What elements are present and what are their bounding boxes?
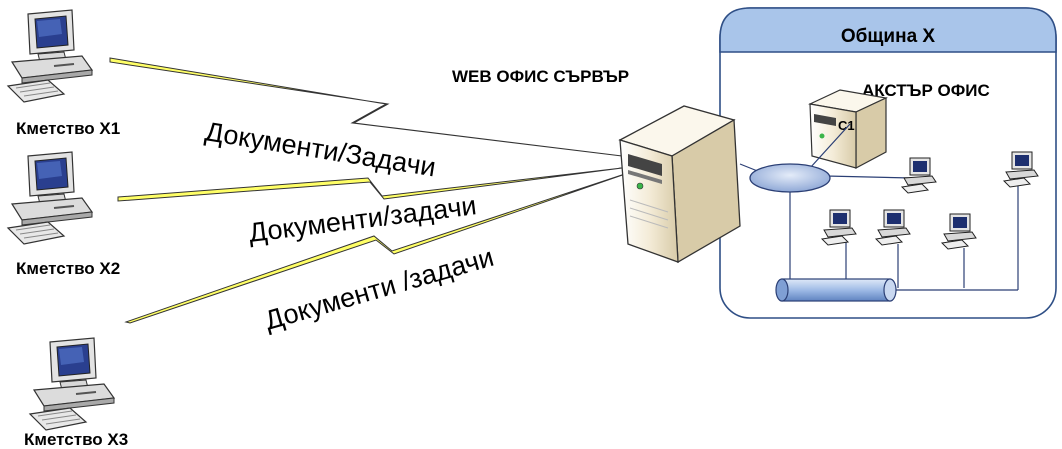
office-server: C1	[808, 89, 888, 169]
region-title: Община X	[841, 26, 936, 47]
desktop-computer-icon	[7, 9, 93, 103]
desktop-computer-icon	[7, 151, 93, 245]
client-label: Кметство X3	[24, 430, 128, 449]
server-label: WEB ОФИС СЪРВЪР	[452, 67, 629, 86]
lightning-link-2	[117, 167, 623, 202]
desktop-computer-icon	[29, 337, 115, 431]
client-3: Кметство X3	[24, 337, 128, 449]
lightning-links	[109, 57, 641, 324]
web-server	[618, 105, 741, 264]
cable-bus	[775, 278, 897, 302]
cable-bus-icon	[775, 278, 897, 302]
client-1: Кметство X1	[7, 9, 120, 138]
link-label-1: Документи/Задачи	[203, 116, 438, 182]
tower-server-icon	[618, 105, 741, 264]
network-hub	[749, 163, 831, 193]
lan-wiring	[739, 123, 1019, 291]
lightning-link-3	[124, 168, 641, 324]
office-server-tag: C1	[838, 118, 855, 133]
client-2: Кметство X2	[7, 151, 120, 278]
office-server-label: АКСТЪР ОФИС	[862, 81, 990, 100]
link-label-3: Документи /задачи	[261, 242, 497, 336]
region-frame	[719, 7, 1057, 319]
region-header	[719, 7, 1057, 53]
client-label: Кметство X2	[16, 259, 120, 278]
tower-server-icon	[808, 89, 888, 169]
lightning-link-1	[109, 57, 623, 157]
network-hub-icon	[749, 163, 831, 193]
link-label-2: Документи/задачи	[247, 190, 478, 248]
community-region: Община X	[719, 7, 1057, 319]
client-label: Кметство X1	[16, 119, 120, 138]
